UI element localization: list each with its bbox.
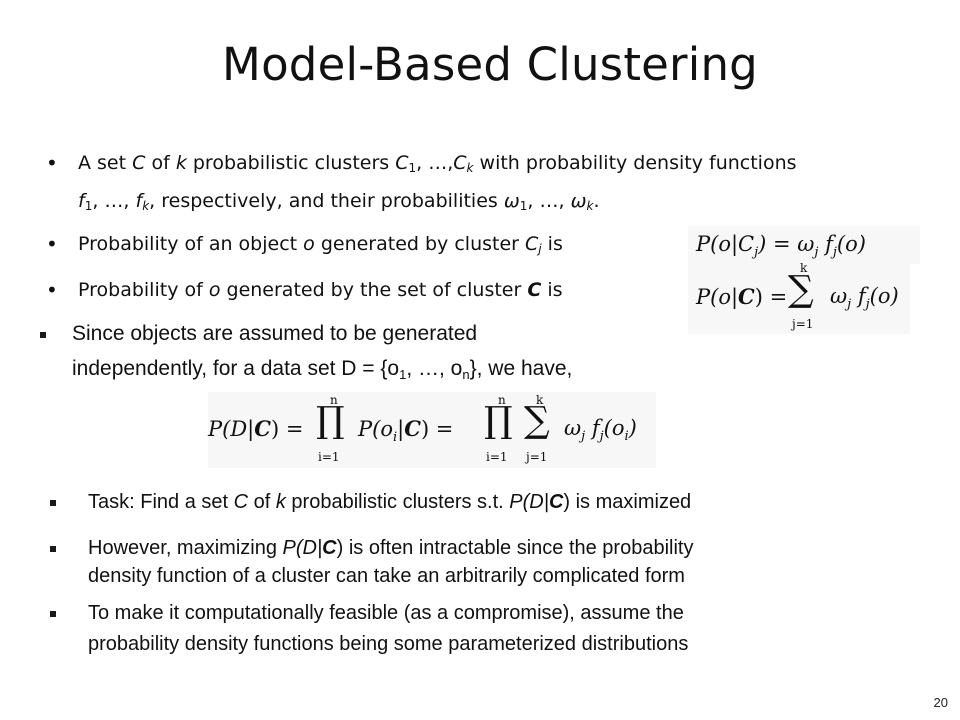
bullet-dot: •: [46, 232, 58, 256]
slide-title: Model-Based Clustering: [222, 38, 758, 91]
bullet-text: Since objects are assumed to be generate…: [72, 322, 478, 345]
bullet-text: To make it computationally feasible (as …: [88, 602, 684, 624]
bullet-text: Task: Find a set C of k probabilistic cl…: [88, 491, 692, 513]
bullet-dot: •: [46, 278, 58, 302]
bullet-square: [50, 500, 56, 506]
bullet-square: [40, 332, 46, 338]
bullet-text: However, maximizing P(D|C) is often intr…: [88, 537, 694, 559]
formula-cluster-prob: P(o|Cj) = ωj fj(o): [688, 226, 920, 264]
bullet-text: Probability of an object o generated by …: [78, 233, 563, 256]
bullet-text: probability density functions being some…: [88, 633, 689, 655]
bullet-text: f1, …, fk, respectively, and their proba…: [78, 190, 600, 213]
bullet-square: [50, 611, 56, 617]
formula-dataset-prob: P(D|C) = n ∏ i=1 P(oi|C) = n ∏ i=1 k ∑ j…: [208, 392, 656, 468]
bullet-dot: •: [46, 151, 58, 175]
formula-set-prob: P(o|C) = k ∑ j=1 ωj fj(o): [688, 261, 910, 334]
bullet-text: A set C of k probabilistic clusters C1, …: [78, 152, 797, 175]
bullet-text: independently, for a data set D = {o1, ……: [72, 357, 573, 382]
bullet-text: Probability of o generated by the set of…: [78, 279, 563, 301]
bullet-square: [50, 546, 56, 552]
bullet-text: density function of a cluster can take a…: [88, 565, 685, 587]
page-number: 20: [933, 695, 948, 710]
